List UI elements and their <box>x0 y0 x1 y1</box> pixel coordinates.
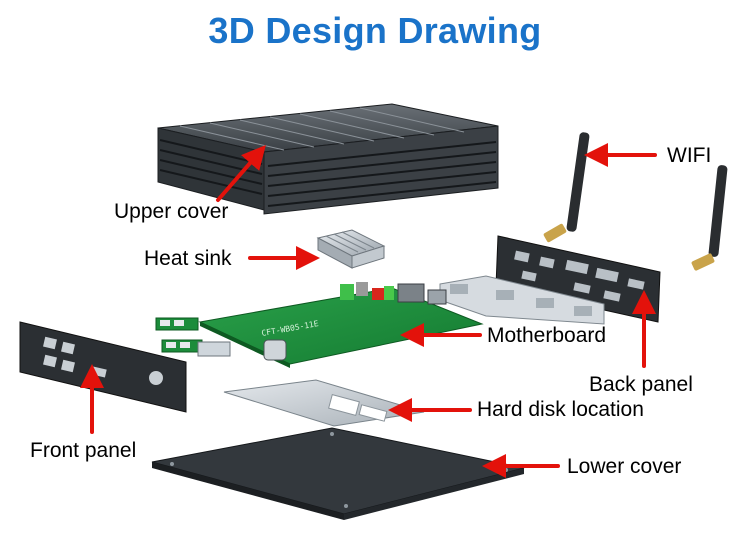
small-connector-boards <box>155 317 231 357</box>
upper-cover-part <box>157 103 499 215</box>
upper-cover-arrow <box>216 144 266 202</box>
front-panel-part <box>19 321 187 413</box>
lower-cover-part <box>151 427 525 520</box>
hard-disk-location-label: Hard disk location <box>477 398 644 421</box>
page-title: 3D Design Drawing <box>208 10 542 51</box>
wifi-antenna-left <box>543 132 590 243</box>
upper-cover-label: Upper cover <box>114 200 229 223</box>
lower-cover-label: Lower cover <box>567 455 682 478</box>
heat-sink-label: Heat sink <box>144 247 232 270</box>
wifi-antenna-right <box>691 165 728 271</box>
back-panel-label: Back panel <box>589 373 693 396</box>
back-panel-part <box>495 235 661 323</box>
motherboard-label: Motherboard <box>487 324 607 347</box>
hard-disk-tray-part <box>223 379 425 427</box>
front-panel-label: Front panel <box>30 439 137 462</box>
motherboard-part: CFT-WB0S-11E <box>198 282 484 368</box>
heat-sink-part <box>316 229 386 269</box>
wifi-label: WIFI <box>667 144 712 167</box>
